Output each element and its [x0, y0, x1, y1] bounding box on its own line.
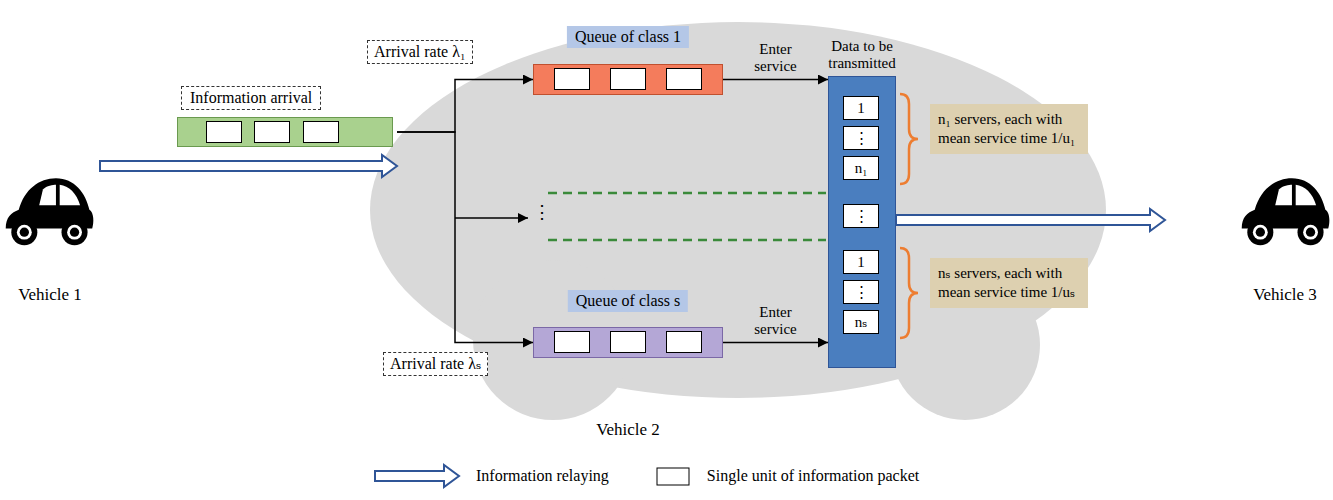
legend-swatch	[653, 463, 693, 489]
server-slot: 1	[843, 250, 879, 274]
vehicle-icon: Vehicle 3	[1165, 150, 1331, 315]
node-text: Queue of class s	[568, 290, 688, 312]
node-text: Arrival rate λₛ	[390, 354, 481, 374]
server-slot: nₛ	[843, 310, 879, 334]
packet-square	[206, 121, 242, 143]
node-text: Arrival rate λ₁	[374, 42, 466, 62]
car-window	[39, 185, 56, 205]
server-note: nₛ servers, each with mean service time …	[930, 258, 1088, 308]
rate-label-box: Arrival rate λₛ	[383, 352, 488, 376]
car-window	[1296, 185, 1316, 205]
edge-label: Enter service	[744, 40, 808, 75]
car-wheel	[20, 228, 29, 237]
car-icon	[2, 158, 95, 258]
car-window	[60, 185, 80, 205]
node-text: nₛ	[855, 315, 868, 330]
packet-square	[610, 331, 646, 353]
class-queue: Queue of class s	[533, 290, 723, 360]
car-wheel	[11, 219, 37, 245]
node-text: Vehicle 2	[596, 420, 660, 440]
car-wheel	[1306, 228, 1315, 237]
node-text: 1	[857, 101, 865, 116]
node-text: n₁ servers, each with mean service time …	[938, 110, 1080, 148]
car-wheel	[1303, 225, 1318, 240]
packet-square	[610, 68, 646, 90]
queue-bar	[533, 327, 723, 358]
ellipsis-label: ⋮	[533, 203, 551, 221]
server-note: n₁ servers, each with mean service time …	[930, 104, 1088, 154]
server-slot: 1	[843, 96, 879, 120]
car-wheel	[70, 228, 79, 237]
car-wheel	[62, 219, 88, 245]
legend-text: Information relaying	[476, 467, 609, 485]
node-text: Information arrival	[181, 86, 321, 110]
server-slot: ⋮	[843, 126, 879, 150]
queue-bar	[533, 64, 723, 95]
packet-square	[666, 331, 702, 353]
node-text: ⋮	[854, 131, 869, 146]
flow-arrow	[723, 342, 828, 344]
legend: Information relaying Single unit of infor…	[372, 463, 963, 489]
node-text: ⋮	[854, 209, 869, 224]
car-wheel	[1247, 219, 1273, 245]
queue-bar	[177, 117, 393, 147]
edge-label: Enter service	[744, 303, 808, 338]
transmit-column: Data to be transmitted1⋮n₁⋮1⋮nₛ	[828, 20, 896, 370]
packet-square	[254, 121, 290, 143]
server-slot: ⋮	[843, 280, 879, 304]
node-text: Vehicle 3	[1253, 285, 1317, 305]
car-wheel	[1253, 225, 1268, 240]
server-slot: ⋮	[843, 204, 879, 228]
node-text: Vehicle 1	[18, 285, 82, 305]
middle-branch-arrow	[455, 217, 528, 219]
node-text: ⋮	[854, 285, 869, 300]
car-wheel	[1256, 228, 1265, 237]
vehicle-silhouette: Vehicle 2 Queue of class 1 Queue of class …	[365, 15, 1110, 445]
relay-arrow-sample	[375, 465, 459, 487]
car-icon	[1238, 158, 1331, 258]
node-text: Queue of class 1	[567, 26, 689, 48]
node-text: nₛ servers, each with mean service time …	[938, 264, 1080, 302]
car-wheel	[17, 225, 32, 240]
server-slot: n₁	[843, 156, 879, 180]
packet-sample	[657, 468, 689, 485]
legend-swatch	[372, 463, 462, 489]
legend-item: Single unit of information packet	[653, 463, 919, 489]
legend-item: Information relaying	[372, 463, 609, 489]
class-queue: Queue of class 1	[533, 26, 723, 98]
car-window	[1275, 185, 1292, 205]
rate-label-box: Arrival rate λ₁	[367, 40, 473, 64]
node-text: Data to be transmitted	[817, 38, 907, 71]
node-text: 1	[857, 255, 865, 270]
node-text: n₁	[855, 161, 868, 176]
relay-arrow	[100, 155, 397, 177]
car-wheel	[1298, 219, 1324, 245]
packet-square	[666, 68, 702, 90]
arrival-buffer: Information arrival	[175, 86, 397, 180]
packet-square	[303, 121, 339, 143]
car-wheel	[67, 225, 82, 240]
flow-arrow	[723, 79, 828, 81]
vehicle-shape	[365, 15, 1110, 445]
packet-square	[554, 68, 590, 90]
packet-square	[554, 331, 590, 353]
legend-text: Single unit of information packet	[707, 467, 919, 485]
vehicle-icon: Vehicle 1	[2, 150, 100, 315]
